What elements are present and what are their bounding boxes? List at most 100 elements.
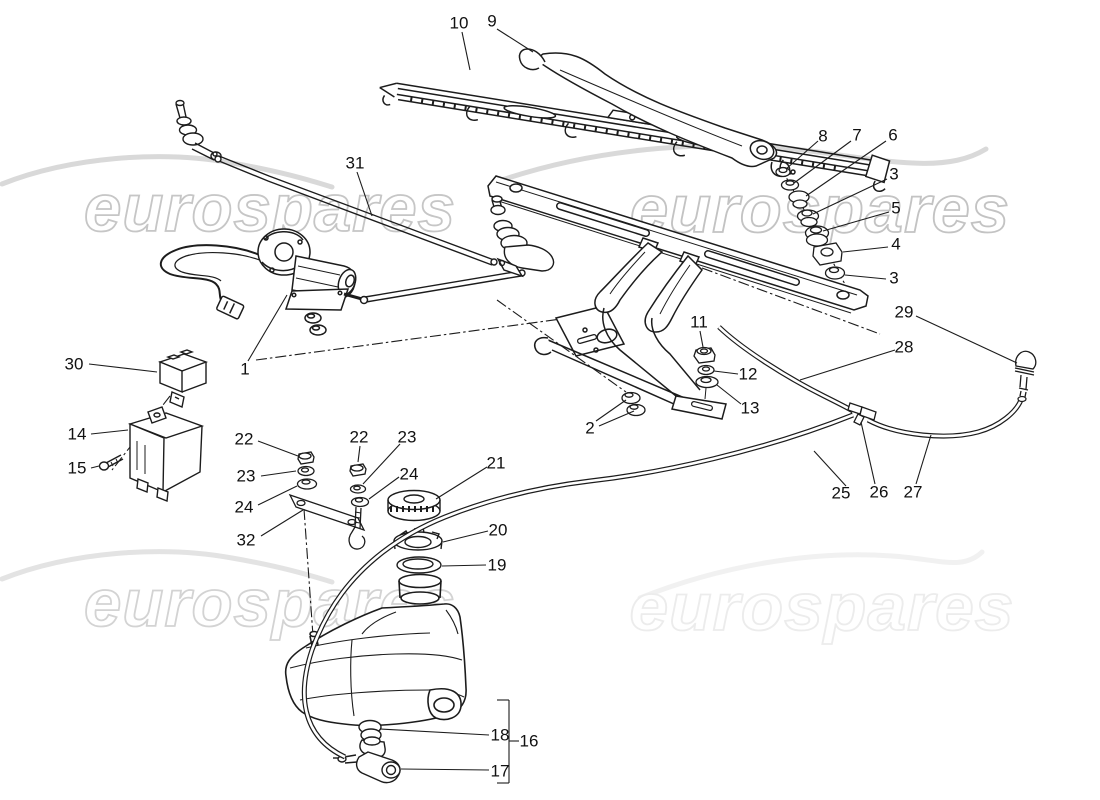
watermark-swoosh <box>637 549 985 601</box>
lock-washer-12-hole <box>701 366 711 372</box>
jet-collar <box>1014 367 1035 376</box>
bottle-neck-top <box>398 573 442 589</box>
nut-4 <box>812 242 843 266</box>
watermark-text: eurospares <box>84 171 456 246</box>
jet-dome <box>1015 350 1037 370</box>
arm-body <box>538 52 778 168</box>
seal-19-inner <box>402 558 434 570</box>
flange-hole <box>582 327 588 333</box>
callout-label-9: 9 <box>487 12 496 31</box>
motor-body-lines <box>295 265 341 288</box>
callout-leader-9 <box>496 28 534 53</box>
callout-leader-15 <box>90 465 100 469</box>
nut-22-left-top <box>298 452 312 460</box>
callout-leader-5 <box>822 211 890 232</box>
bottle-pocket <box>427 688 462 721</box>
hose-27-end <box>1017 395 1027 403</box>
housing-bolt <box>263 235 269 241</box>
callout-leader-2 <box>598 410 635 427</box>
lock-washer-12 <box>697 364 715 376</box>
callout-label-1: 1 <box>240 360 249 379</box>
wiper-arm <box>518 48 796 178</box>
callout-label-13: 13 <box>741 399 760 418</box>
spacer-5-hole <box>809 226 823 234</box>
crank-ball <box>359 295 369 305</box>
pump-end-cap <box>381 761 401 779</box>
watermark-swoosh <box>499 143 989 183</box>
foot-fastener-stack <box>693 346 719 400</box>
wiper-linkage <box>214 155 526 303</box>
strap-hole <box>296 499 306 507</box>
flange-slot <box>578 335 596 343</box>
cap-21-sides <box>387 500 441 511</box>
tee-connector-26 <box>847 402 877 426</box>
screw-15-head <box>98 461 110 471</box>
callout-leader-2 <box>595 399 627 422</box>
left-pivot-assembly <box>175 99 222 161</box>
strap-32 <box>288 493 366 532</box>
callout-label-3: 3 <box>889 269 898 288</box>
bracket-arm-right-line <box>659 264 691 315</box>
callout-label-29: 29 <box>895 303 914 322</box>
blade-tip-hook <box>382 95 391 106</box>
tee-nipple <box>853 413 865 426</box>
watermark-text: eurospares <box>630 570 1015 645</box>
relay-group <box>98 349 209 502</box>
housing-bolt <box>297 239 303 245</box>
arm-hook <box>518 48 546 71</box>
relay-30-tab <box>169 391 185 408</box>
jet-tip <box>1018 387 1029 398</box>
callout-leader-13 <box>716 384 742 405</box>
bottle-contour <box>305 632 431 649</box>
bracket-arm-left-line <box>609 251 646 295</box>
pocket-opening <box>433 697 455 713</box>
cup-washer-hole <box>624 392 634 398</box>
callout-leader-19 <box>441 564 487 567</box>
bush-3-brim <box>800 216 818 228</box>
callout-leader-26 <box>860 421 876 485</box>
strap-mount-group <box>288 451 370 637</box>
motor-harness-wire <box>160 244 263 303</box>
relay-14-side <box>162 425 203 493</box>
housing-bolt <box>269 267 275 273</box>
pivot-ring <box>182 132 204 146</box>
bracket-lower-strap <box>547 339 695 413</box>
rail-slot <box>705 251 799 285</box>
bush-3-hole <box>801 209 813 217</box>
pivot-base <box>503 244 555 272</box>
callout-leader-23 <box>362 443 401 485</box>
callout-label-5: 5 <box>891 199 900 218</box>
rail-inner-edge <box>495 181 858 296</box>
callout-label-32: 32 <box>237 531 256 550</box>
jet-stem <box>1019 374 1028 390</box>
callout-leader-22 <box>357 445 361 463</box>
callout-label-26: 26 <box>870 483 889 502</box>
strap-hook-end <box>534 336 552 356</box>
hose-25-core <box>303 413 854 759</box>
callout-label-12: 12 <box>739 365 758 384</box>
callout-leader-3 <box>812 178 888 215</box>
stack-axis <box>704 387 707 400</box>
rail-flange-edge <box>491 198 852 314</box>
motor-crank <box>343 292 363 301</box>
callout-label-8: 8 <box>818 127 827 146</box>
arm-pivot-cap <box>749 139 775 161</box>
callout-leader-24 <box>257 485 298 506</box>
hose-27-outline <box>866 398 1024 439</box>
bottle-neck-sides <box>398 580 442 599</box>
callout-label-28: 28 <box>895 338 914 357</box>
plate-hole <box>337 290 343 296</box>
relay-30-terminals <box>165 349 195 360</box>
washer-24-mid-hole <box>354 497 364 503</box>
watermark-swoosh <box>0 549 335 585</box>
relay-30-side <box>181 362 207 393</box>
link-ball <box>490 258 498 266</box>
harness-connector <box>216 295 245 320</box>
callout-label-17: 17 <box>491 762 510 781</box>
callout-leader-17 <box>400 768 490 771</box>
screw-15-shaft <box>105 454 124 468</box>
